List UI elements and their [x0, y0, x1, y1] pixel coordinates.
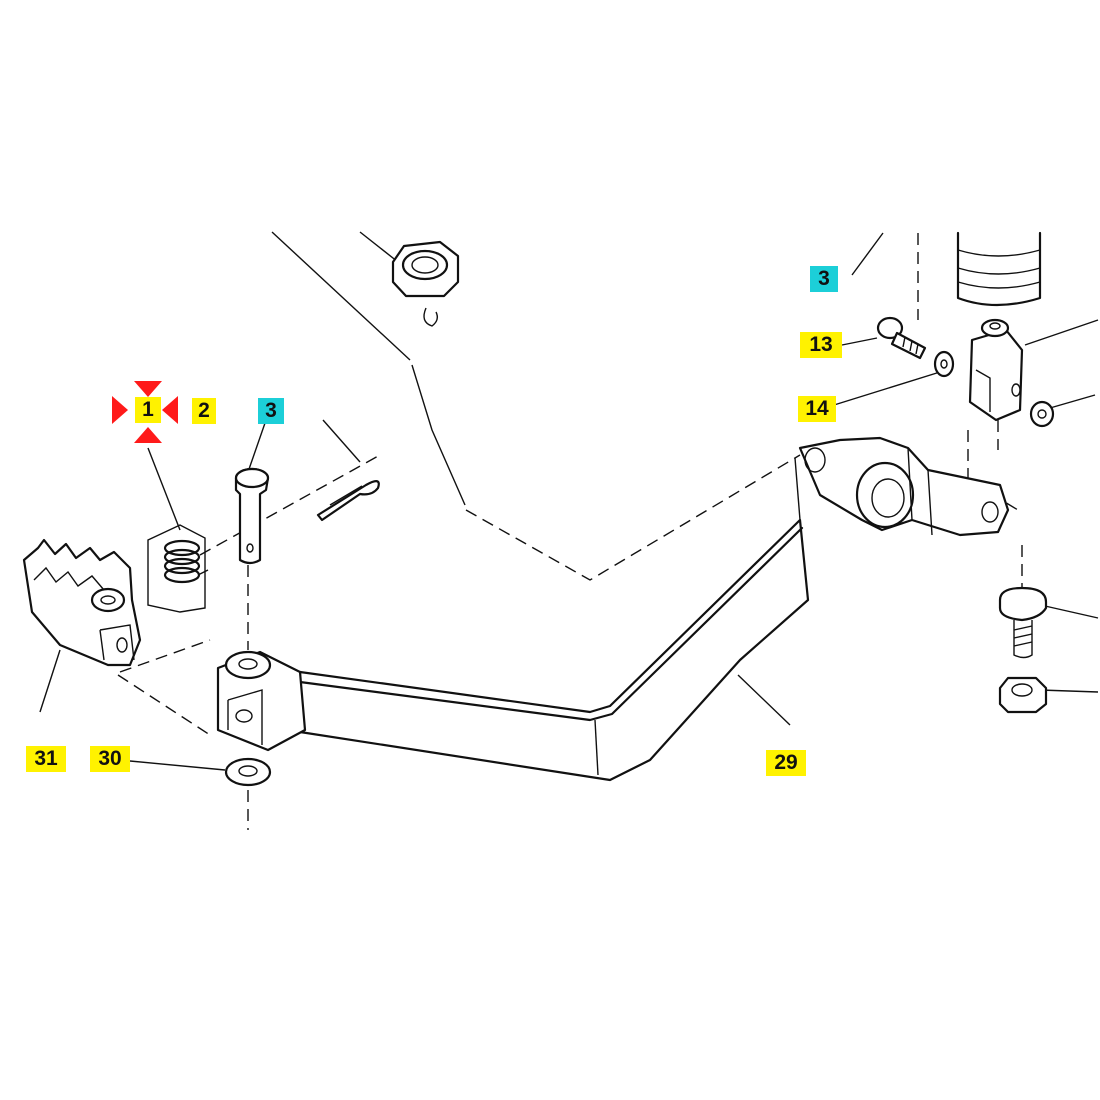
hex-nut-top	[391, 240, 460, 327]
callout-2[interactable]: 2	[192, 398, 216, 424]
brake-pedal-arm-part	[298, 457, 810, 782]
marker-arrow-left	[112, 396, 128, 424]
washer-right-parts	[933, 350, 1055, 428]
clevis-pin-part	[234, 467, 270, 565]
callout-13[interactable]: 13	[800, 332, 842, 358]
cylinder-top-right	[956, 231, 1042, 307]
selection-marker[interactable]	[112, 381, 178, 443]
marker-arrow-right	[162, 396, 178, 424]
cotter-pin-part	[316, 480, 380, 522]
callout-31[interactable]: 31	[26, 746, 66, 772]
callout-29[interactable]: 29	[766, 750, 806, 776]
leader-lines	[39, 231, 1099, 771]
marker-arrow-top	[134, 381, 162, 397]
callout-30[interactable]: 30	[90, 746, 130, 772]
washer-30-part	[224, 757, 272, 787]
foot-peg-part	[22, 538, 142, 667]
adjuster-knob-part	[998, 586, 1048, 659]
hex-nut-lower-right	[998, 676, 1048, 714]
pivot-bracket	[798, 436, 1010, 537]
bolt-part	[876, 316, 927, 360]
callout-1[interactable]: 1	[135, 397, 161, 423]
dash-guides	[117, 233, 1023, 830]
callout-3-left[interactable]: 3	[258, 398, 284, 424]
callout-3-right[interactable]: 3	[810, 266, 838, 292]
arm-clevis-end	[216, 650, 307, 752]
spring-part	[147, 524, 209, 613]
marker-arrow-bottom	[134, 427, 162, 443]
callout-14[interactable]: 14	[798, 396, 836, 422]
